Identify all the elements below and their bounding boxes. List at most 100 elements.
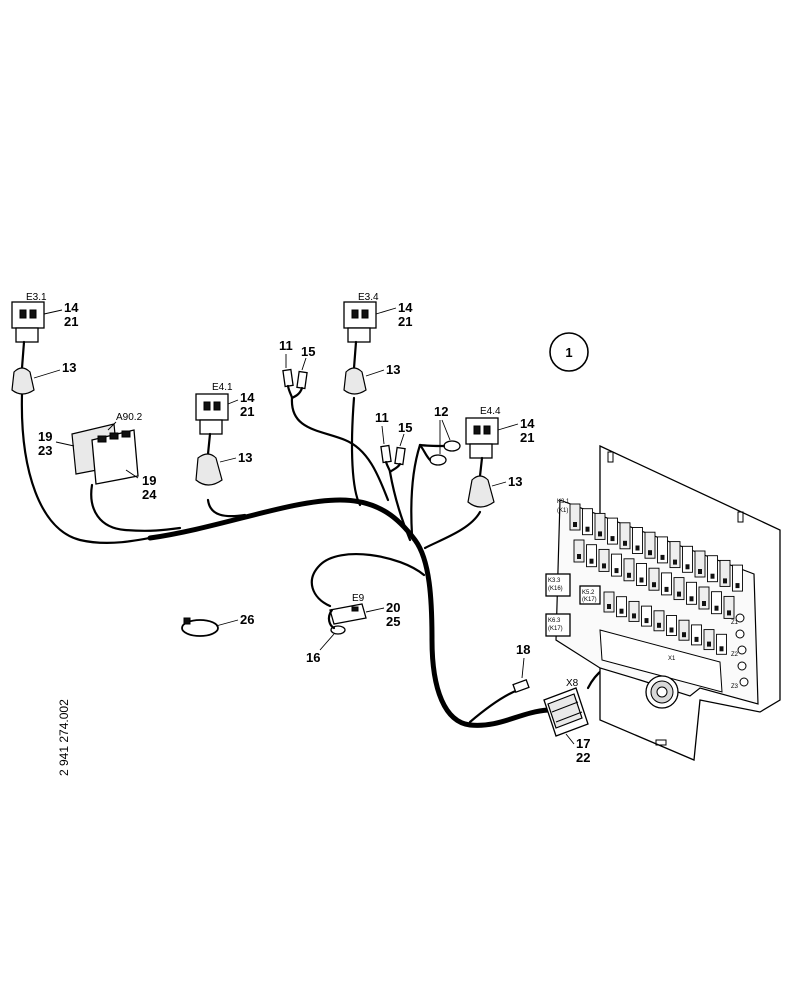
ref-k1: (K1) <box>557 508 568 514</box>
fuse-pin <box>644 618 649 624</box>
fuse-slot <box>594 512 606 540</box>
fuse-slot <box>607 517 618 545</box>
ref-x1: X1 <box>668 656 676 662</box>
fuse-slot <box>611 553 622 577</box>
ref-a902: A90.2 <box>116 412 143 423</box>
fuse-pin <box>660 554 665 560</box>
callout-19: 19 <box>142 473 156 488</box>
callout-12: 12 <box>434 404 448 419</box>
callout-14: 14 <box>398 300 413 315</box>
relay-k52 <box>579 585 601 605</box>
wire-e44 <box>423 510 482 550</box>
fuse-pin <box>614 568 619 574</box>
connector-e44: E4.4 14 21 13 <box>465 406 535 508</box>
fuse-pin <box>623 540 627 546</box>
fuse-slot <box>603 591 615 613</box>
fuse-pin <box>657 622 661 628</box>
fuse-slot <box>619 522 631 550</box>
ref-z1: Z1 <box>731 620 739 626</box>
ref-k31: K3.1 <box>557 499 570 505</box>
callout-14: 14 <box>64 300 79 315</box>
wire-18 <box>468 688 520 724</box>
callout-20: 20 <box>386 600 400 615</box>
callout-13: 13 <box>238 450 252 465</box>
ref-e9: E9 <box>352 593 365 604</box>
fuse-slot <box>678 619 690 641</box>
relay-block-a902: A90.2 19 23 19 24 <box>38 412 157 502</box>
fuse-slot <box>623 558 635 582</box>
wire-e31 <box>20 392 172 545</box>
callout-26: 26 <box>240 612 254 627</box>
component-e9: E9 20 25 16 <box>306 593 400 665</box>
fuse-pin <box>727 610 731 616</box>
fuse-pin <box>735 583 740 589</box>
round-socket-icon <box>645 675 679 709</box>
fuse-pin <box>652 582 656 588</box>
fuse-pin <box>619 608 624 614</box>
callout-15: 15 <box>301 344 315 359</box>
connector-e31: E3.1 14 21 13 <box>11 292 79 395</box>
ref-k33: K3.3 <box>548 578 561 584</box>
ref-z3: Z3 <box>731 684 739 690</box>
relay-k63 <box>545 613 571 637</box>
callout-15: 15 <box>398 420 412 435</box>
fuse-pin <box>689 596 694 602</box>
fuse-slot <box>694 550 706 578</box>
connector-e41: E4.1 14 21 13 <box>195 382 255 486</box>
fuse-pin <box>682 632 686 638</box>
fuse-slot <box>723 595 735 619</box>
view-number-badge: 1 <box>549 332 589 372</box>
grommet-icon <box>467 475 495 508</box>
fuse-slot <box>682 545 693 573</box>
ref-k17: (K17) <box>582 597 597 603</box>
fuse-pin <box>627 572 631 578</box>
fuse-row <box>573 539 735 619</box>
callout-24: 24 <box>142 487 157 502</box>
drawing-number: 2 941 274.002 <box>57 699 71 776</box>
fuse-slot <box>598 548 610 572</box>
ref-k52: K5.2 <box>582 590 595 596</box>
fuse-pin <box>610 536 615 542</box>
wire-e41 <box>206 498 247 518</box>
fuse-slot <box>698 586 710 610</box>
ref-e44: E4.4 <box>480 406 501 417</box>
fuse-row <box>569 503 743 592</box>
fuse-pin <box>589 558 594 564</box>
callout-19: 19 <box>38 429 52 444</box>
callout-14: 14 <box>520 416 535 431</box>
grommet-icon <box>11 367 35 395</box>
connector-e34: E3.4 14 21 13 <box>343 292 413 395</box>
fuse-slot <box>666 615 677 636</box>
fuse-slot <box>707 555 718 583</box>
fuse-slot <box>719 559 731 587</box>
fuse-slot <box>628 600 640 622</box>
fuse-slot <box>653 610 665 632</box>
terminals-11-15-upper: 11 15 <box>279 338 315 400</box>
wire-11-15-upper <box>290 396 390 502</box>
fuse-slot <box>569 503 581 531</box>
callout-25: 25 <box>386 614 400 629</box>
callout-18: 18 <box>516 642 530 657</box>
cable-tie-26: 26 <box>181 612 254 637</box>
callout-14: 14 <box>240 390 255 405</box>
ref-e34: E3.4 <box>358 292 379 303</box>
fuse-pin <box>714 605 719 611</box>
fuse-slot <box>711 591 722 615</box>
fuse-slot <box>703 629 715 651</box>
fuse-pin <box>598 531 602 537</box>
callout-13: 13 <box>386 362 400 377</box>
fuse-pin <box>585 526 590 532</box>
fuse-slot <box>616 596 627 618</box>
fuse-pin <box>694 636 699 642</box>
harness-trunk <box>147 497 551 728</box>
fuse-pin <box>577 554 581 559</box>
fuse-slot <box>636 563 647 586</box>
fuse-pin <box>573 522 577 527</box>
fuse-pin <box>664 586 669 592</box>
fuse-pin <box>719 646 724 652</box>
fuse-slot <box>716 633 727 655</box>
callout-16: 16 <box>306 650 320 665</box>
fuse-pin <box>710 573 715 579</box>
fuse-pin <box>602 563 606 569</box>
